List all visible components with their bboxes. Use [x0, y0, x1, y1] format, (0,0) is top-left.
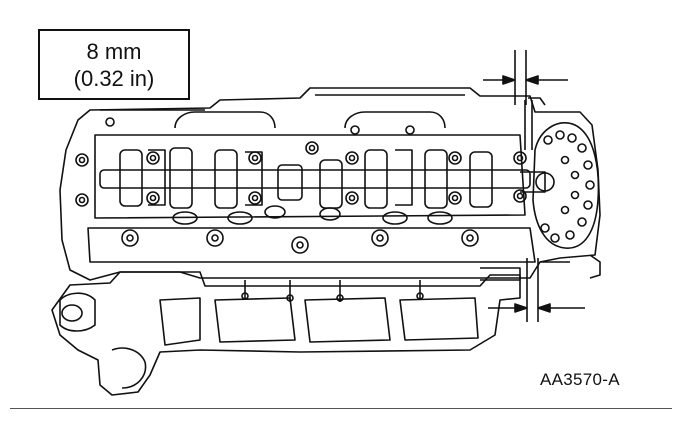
dimension-arrow-icon [488, 258, 585, 322]
figure-id: AA3570-A [540, 370, 620, 389]
callout-metric: 8 mm [86, 38, 142, 64]
cam-sprocket [520, 122, 600, 249]
side-bracket [480, 97, 601, 281]
callout-imperial: (0.32 in) [73, 65, 155, 91]
dimension-callout: 8 mm (0.32 in) [38, 29, 190, 100]
cylinder-head-casting [59, 87, 601, 281]
valve-springs [172, 205, 453, 225]
divider [10, 408, 672, 409]
exhaust-manifold [51, 271, 521, 396]
dimension-arrow-icon [483, 50, 568, 105]
camshaft [99, 147, 531, 209]
bolt-icon [75, 117, 527, 254]
